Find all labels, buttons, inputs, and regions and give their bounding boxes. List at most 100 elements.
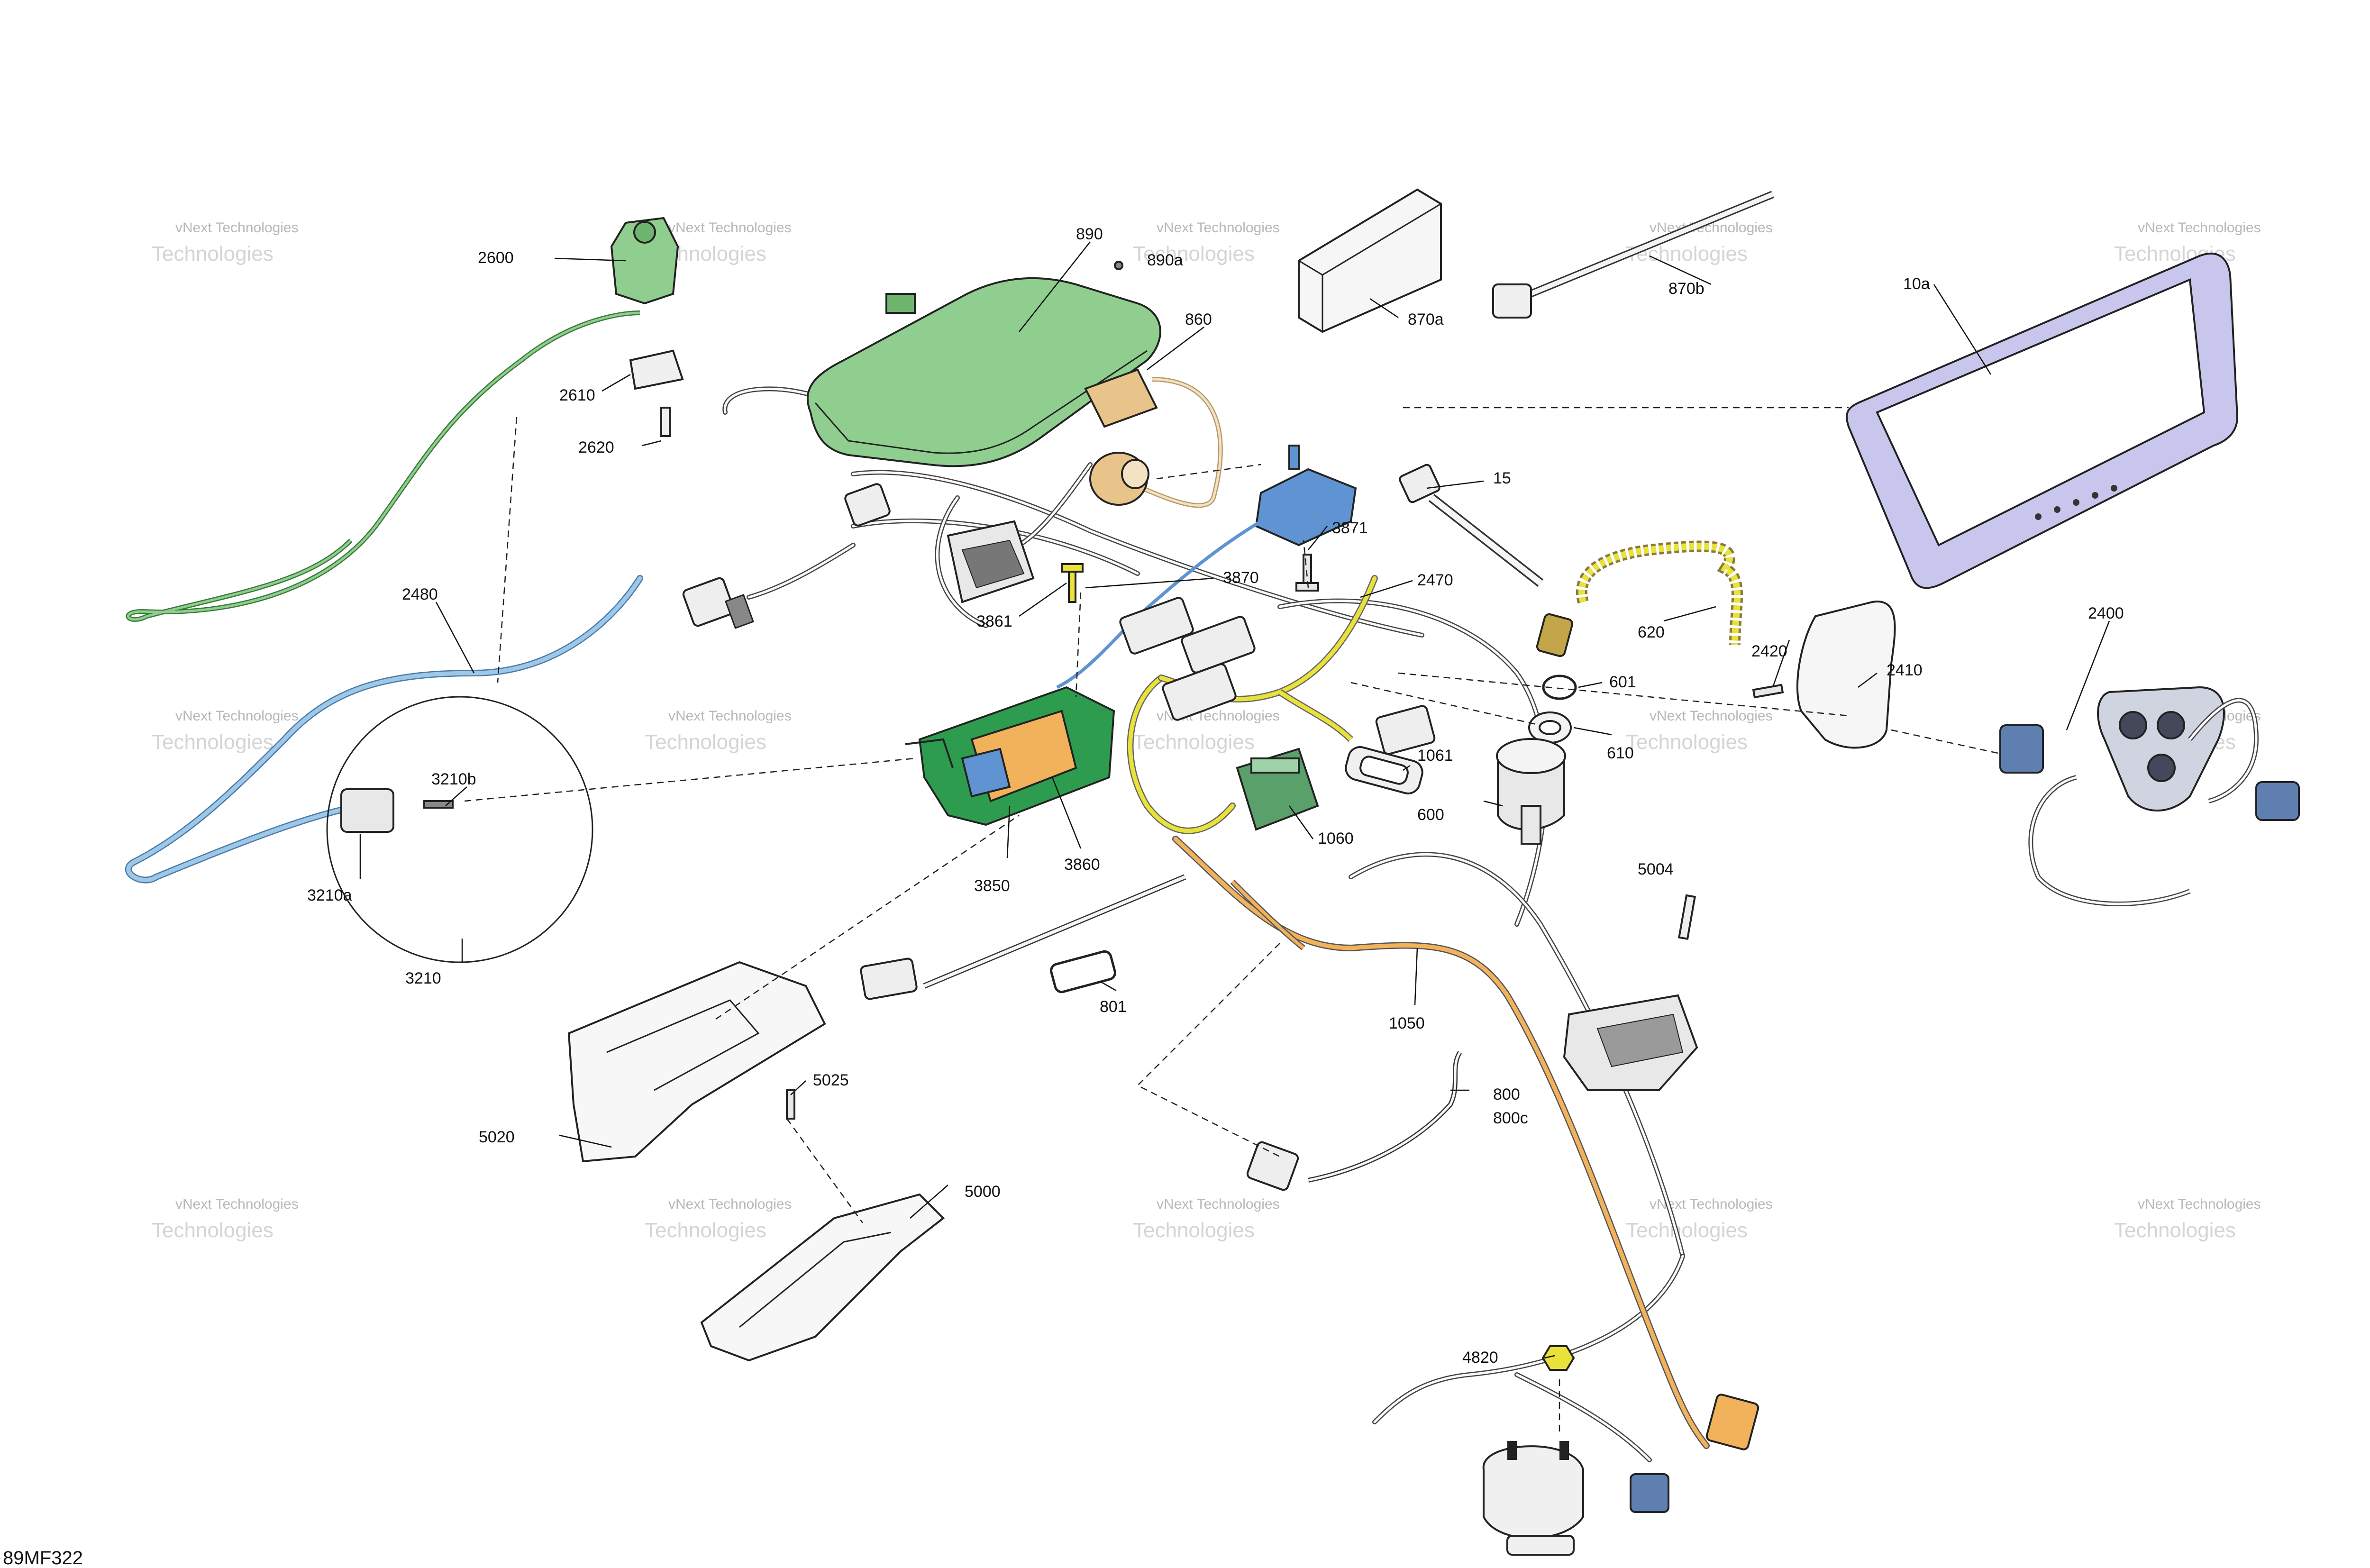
callout-4820: 4820 bbox=[1462, 1349, 1498, 1367]
part-801 bbox=[1050, 950, 1116, 994]
connector-ecu-plug bbox=[947, 520, 1035, 603]
callout-5000: 5000 bbox=[965, 1183, 1001, 1201]
harness-1050 bbox=[1172, 836, 1759, 1450]
part-2620 bbox=[660, 407, 671, 437]
part-15 bbox=[1399, 464, 1544, 587]
callout-10a: 10a bbox=[1903, 275, 1930, 293]
watermark: vNext Technologies Technologies bbox=[645, 1196, 792, 1242]
svg-text:vNext Technologies: vNext Technologies bbox=[1157, 220, 1280, 236]
part-1061 bbox=[1345, 746, 1423, 794]
svg-text:Technologies: Technologies bbox=[152, 1219, 273, 1242]
callout-860: 860 bbox=[1185, 310, 1212, 328]
watermark: vNext Technologies Technologies bbox=[152, 220, 299, 265]
svg-text:vNext Technologies: vNext Technologies bbox=[175, 708, 299, 724]
connector-860-plug bbox=[1089, 452, 1149, 506]
part-5000 bbox=[700, 1193, 945, 1362]
callout-3210: 3210 bbox=[405, 969, 441, 987]
part-2480 bbox=[125, 575, 643, 884]
part-3870 bbox=[1056, 445, 1357, 689]
part-890a bbox=[1114, 261, 1123, 270]
part-870a bbox=[1298, 188, 1442, 333]
svg-text:vNext Technologies: vNext Technologies bbox=[2138, 220, 2261, 236]
callout-890: 890 bbox=[1076, 225, 1103, 243]
detail-3210 bbox=[326, 696, 593, 963]
callout-3861: 3861 bbox=[976, 612, 1012, 630]
callout-2420: 2420 bbox=[1751, 642, 1787, 660]
svg-text:vNext Technologies: vNext Technologies bbox=[1650, 708, 1773, 724]
svg-text:vNext Technologies: vNext Technologies bbox=[668, 220, 792, 236]
svg-text:vNext Technologies: vNext Technologies bbox=[1157, 1196, 1280, 1212]
part-5004 bbox=[1678, 894, 1696, 940]
svg-text:vNext Technologies: vNext Technologies bbox=[668, 708, 792, 724]
callout-2480: 2480 bbox=[402, 585, 438, 603]
watermark: vNext Technologies Technologies bbox=[2114, 1196, 2261, 1242]
part-10a bbox=[1846, 253, 2239, 589]
svg-text:Technologies: Technologies bbox=[1133, 242, 1255, 265]
svg-text:Technologies: Technologies bbox=[1133, 1219, 1255, 1242]
svg-text:Technologies: Technologies bbox=[1133, 730, 1255, 754]
svg-text:Technologies: Technologies bbox=[152, 730, 273, 754]
diagram-code: 89MF322 bbox=[3, 1548, 83, 1568]
part-1060 bbox=[1236, 748, 1319, 831]
part-800 bbox=[1246, 1051, 1462, 1191]
svg-text:Technologies: Technologies bbox=[152, 242, 273, 265]
part-600 bbox=[1496, 738, 1566, 845]
watermark: vNext Technologies Technologies bbox=[2114, 220, 2261, 265]
callout-2470: 2470 bbox=[1417, 571, 1453, 589]
callout-870a: 870a bbox=[1408, 310, 1444, 328]
watermark: vNext Technologies Technologies bbox=[152, 1196, 299, 1242]
part-620 bbox=[1536, 540, 1743, 657]
svg-text:Technologies: Technologies bbox=[645, 730, 766, 754]
svg-text:vNext Technologies: vNext Technologies bbox=[175, 220, 299, 236]
part-4820 bbox=[1541, 1345, 1575, 1371]
callout-890a: 890a bbox=[1147, 251, 1183, 269]
callout-620: 620 bbox=[1638, 623, 1665, 641]
callout-1060: 1060 bbox=[1318, 830, 1354, 848]
part-2410 bbox=[1796, 601, 1896, 749]
part-870b bbox=[1492, 191, 1775, 319]
callout-1050: 1050 bbox=[1389, 1014, 1425, 1032]
callout-3860: 3860 bbox=[1064, 856, 1100, 874]
svg-text:vNext Technologies: vNext Technologies bbox=[2138, 1196, 2261, 1212]
callout-3870: 3870 bbox=[1223, 569, 1259, 587]
callout-870b: 870b bbox=[1668, 280, 1705, 298]
callout-2610: 2610 bbox=[559, 386, 595, 404]
callout-15: 15 bbox=[1493, 469, 1511, 487]
part-860 bbox=[1084, 368, 1223, 508]
part-3860 bbox=[961, 710, 1077, 802]
callout-3210b: 3210b bbox=[431, 770, 476, 788]
part-601 bbox=[1542, 675, 1577, 700]
callout-3850: 3850 bbox=[974, 877, 1010, 895]
callout-601: 601 bbox=[1609, 673, 1636, 691]
watermark: vNext Technologies Technologies bbox=[1626, 1196, 1773, 1242]
middle-connectors bbox=[682, 483, 1436, 755]
svg-text:Technologies: Technologies bbox=[1626, 1219, 1748, 1242]
main-harness bbox=[722, 386, 1685, 1462]
harness-lower-connector bbox=[1563, 994, 1698, 1091]
watermark: vNext Technologies Technologies bbox=[1626, 708, 1773, 754]
callout-610: 610 bbox=[1607, 744, 1634, 762]
part-2600 bbox=[126, 217, 679, 622]
watermark: vNext Technologies Technologies bbox=[1133, 220, 1280, 265]
leader-lines bbox=[359, 241, 2110, 1436]
part-5020 bbox=[567, 961, 826, 1163]
svg-text:vNext Technologies: vNext Technologies bbox=[175, 1196, 299, 1212]
callout-800: 800 bbox=[1493, 1085, 1520, 1103]
part-2420 bbox=[1752, 684, 1784, 699]
callout-5004: 5004 bbox=[1638, 860, 1674, 878]
callout-3210a: 3210a bbox=[307, 886, 352, 904]
watermark: vNext Technologies Technologies bbox=[1133, 1196, 1280, 1242]
callout-801: 801 bbox=[1100, 998, 1127, 1016]
svg-text:Technologies: Technologies bbox=[1626, 730, 1748, 754]
callout-1061: 1061 bbox=[1417, 747, 1453, 765]
svg-text:vNext Technologies: vNext Technologies bbox=[668, 1196, 792, 1212]
watermarks: vNext Technologies Technologies vNext Te… bbox=[152, 220, 2261, 1242]
part-solenoid bbox=[1482, 1441, 1669, 1556]
part-610 bbox=[1528, 711, 1572, 744]
callout-2600: 2600 bbox=[478, 249, 514, 267]
part-2400 bbox=[1999, 686, 2300, 907]
callout-800c: 800c bbox=[1493, 1109, 1528, 1127]
watermark: vNext Technologies Technologies bbox=[645, 708, 792, 754]
part-890 bbox=[806, 277, 1161, 467]
